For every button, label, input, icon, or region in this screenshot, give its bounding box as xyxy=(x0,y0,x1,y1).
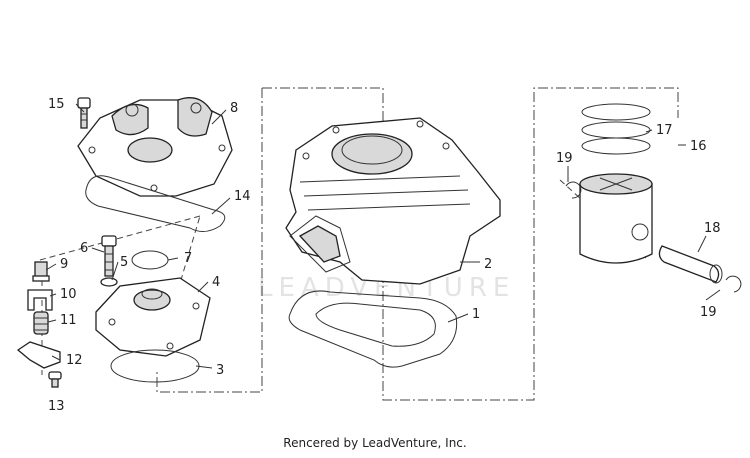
callout-17: 17 xyxy=(656,123,673,138)
part-9-sensor xyxy=(32,261,50,282)
part-11-spring xyxy=(33,311,49,335)
callout-3: 3 xyxy=(216,363,224,378)
leader-lines xyxy=(45,103,721,369)
part-5-washer xyxy=(100,277,118,287)
callout-8: 8 xyxy=(230,101,238,116)
part-6-bolt xyxy=(101,235,117,277)
callout-15: 15 xyxy=(48,97,65,112)
part-10-cap xyxy=(27,289,53,311)
part-12-bracket xyxy=(16,341,61,369)
part-17-piston-rings xyxy=(581,103,651,155)
part-8-cylinder-head xyxy=(77,97,233,197)
part-2-cylinder xyxy=(285,117,501,285)
part-1-base-gasket xyxy=(288,290,458,368)
part-14-head-gasket xyxy=(85,175,226,232)
callout-13: 13 xyxy=(48,399,65,414)
callout-18: 18 xyxy=(704,221,721,236)
callout-11: 11 xyxy=(60,313,77,328)
part-7-o-ring xyxy=(131,250,169,270)
callout-10: 10 xyxy=(60,287,77,302)
footer-credit: Rencered by LeadVenture, Inc. xyxy=(283,436,467,450)
callout-7: 7 xyxy=(184,251,192,266)
part-13-screw xyxy=(48,371,62,388)
callout-19-left: 19 xyxy=(556,151,573,166)
callout-19-right: 19 xyxy=(700,305,717,320)
part-18-piston-pin xyxy=(658,245,723,284)
callout-16: 16 xyxy=(690,139,707,154)
callout-12: 12 xyxy=(66,353,83,368)
callout-2: 2 xyxy=(484,257,492,272)
part-19-circlip-right xyxy=(725,275,742,293)
callout-14: 14 xyxy=(234,189,251,204)
callout-5: 5 xyxy=(120,255,128,270)
part-4-cover xyxy=(95,277,211,357)
part-19-circlip-left xyxy=(565,181,582,199)
callout-6: 6 xyxy=(80,241,88,256)
part-15-bolt xyxy=(77,97,91,129)
callout-1: 1 xyxy=(472,307,480,322)
callout-9: 9 xyxy=(60,257,68,272)
part-16-piston xyxy=(579,173,653,264)
callout-4: 4 xyxy=(212,275,220,290)
